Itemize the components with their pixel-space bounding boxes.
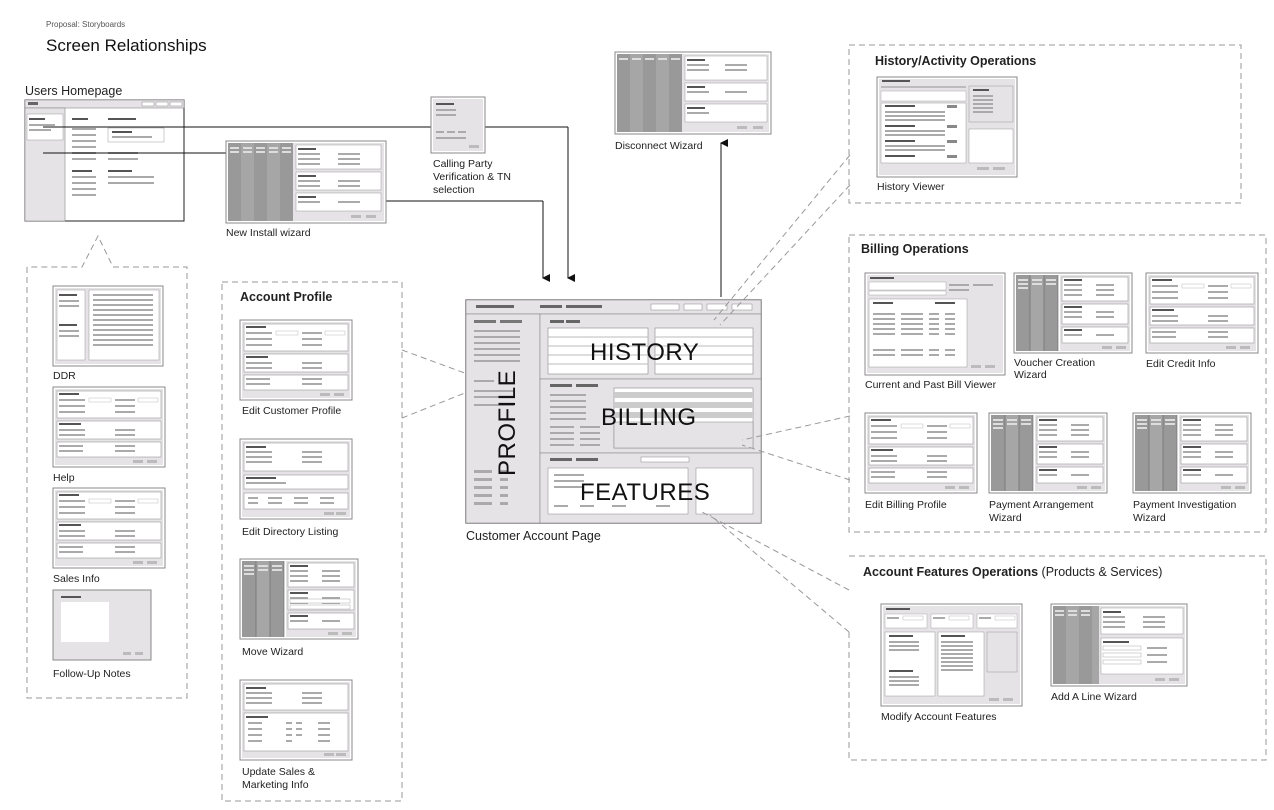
- connector-billing-b: [741, 444, 851, 481]
- header-kicker: Proposal: Storyboards: [46, 20, 126, 29]
- history-viewer-thumbnail[interactable]: [876, 76, 1018, 178]
- disconnect-label: Disconnect Wizard: [615, 140, 703, 152]
- billing-region-label: BILLING: [601, 404, 697, 431]
- calling-party-label-2: Verification & TN: [433, 171, 512, 183]
- connector-profile-group: [401, 349, 471, 376]
- bill-viewer-thumbnail[interactable]: [864, 272, 1006, 376]
- customer-account-page-label: Customer Account Page: [466, 529, 601, 543]
- features-ops-group-border: [848, 555, 1267, 761]
- add-a-line-wizard-thumbnail[interactable]: [1050, 603, 1188, 687]
- calling-party-label-1: Calling Party: [433, 158, 493, 170]
- modify-account-features-thumbnail[interactable]: [880, 603, 1023, 707]
- profile-region-label: PROFILE: [494, 369, 521, 476]
- users-homepage-thumbnail[interactable]: [24, 99, 185, 222]
- history-ops-title: History/Activity Operations: [875, 54, 1037, 68]
- billing-ops-title: Billing Operations: [861, 242, 969, 256]
- connector-history-a: [713, 154, 851, 321]
- features-region-label: FEATURES: [580, 479, 711, 506]
- ddr-thumbnail[interactable]: [52, 285, 164, 367]
- connector-features-a: [701, 511, 850, 591]
- voucher-label-2: Wizard: [1014, 369, 1047, 381]
- ddr-label: DDR: [53, 370, 76, 382]
- features-ops-title-text: Account Features Operations: [863, 565, 1039, 579]
- bill-viewer-label: Current and Past Bill Viewer: [865, 379, 997, 391]
- update-sales-marketing-thumbnail[interactable]: [239, 679, 353, 761]
- edit-directory-listing-thumbnail[interactable]: [239, 438, 353, 520]
- calling-party-label-3: selection: [433, 184, 475, 196]
- disconnect-wizard-thumbnail[interactable]: [614, 51, 772, 135]
- payment-arrangement-label-2: Wizard: [989, 512, 1022, 524]
- history-region-label: HISTORY: [590, 339, 700, 366]
- edit-credit-label: Edit Credit Info: [1146, 358, 1216, 370]
- payment-investigation-wizard-thumbnail[interactable]: [1132, 412, 1252, 494]
- new-install-wizard-thumbnail[interactable]: [225, 140, 387, 224]
- help-thumbnail[interactable]: [52, 386, 166, 468]
- edit-customer-profile-label: Edit Customer Profile: [242, 405, 342, 417]
- billing-ops-group-border: [848, 234, 1267, 533]
- features-ops-title: Account Features Operations (Products & …: [863, 565, 1162, 579]
- update-sales-label-1: Update Sales &: [242, 766, 315, 778]
- customer-account-page-thumbnail[interactable]: [465, 299, 762, 524]
- update-sales-label-2: Marketing Info: [242, 779, 309, 791]
- connector-features-b: [709, 514, 850, 633]
- add-a-line-label: Add A Line Wizard: [1051, 691, 1137, 703]
- new-install-label: New Install wizard: [226, 227, 311, 239]
- move-wizard-label: Move Wizard: [242, 646, 304, 658]
- help-label: Help: [53, 472, 75, 484]
- connector-billing-a: [741, 415, 851, 441]
- sales-info-label: Sales Info: [53, 573, 100, 585]
- users-homepage-label: Users Homepage: [25, 84, 123, 98]
- page-title: Screen Relationships: [46, 36, 207, 55]
- sales-info-thumbnail[interactable]: [52, 487, 166, 569]
- edit-customer-profile-thumbnail[interactable]: [239, 319, 353, 401]
- edit-directory-listing-label: Edit Directory Listing: [242, 526, 339, 538]
- payment-investigation-label-1: Payment Investigation: [1133, 499, 1237, 511]
- features-ops-subtitle: (Products & Services): [1041, 565, 1163, 579]
- edit-billing-profile-label: Edit Billing Profile: [865, 499, 947, 511]
- follow-up-notes-thumbnail[interactable]: [52, 589, 152, 661]
- payment-investigation-label-2: Wizard: [1133, 512, 1166, 524]
- history-ops-group-border: [848, 44, 1242, 204]
- modify-account-features-label: Modify Account Features: [881, 711, 997, 723]
- edit-billing-profile-thumbnail[interactable]: [864, 412, 978, 494]
- move-wizard-thumbnail[interactable]: [239, 558, 359, 640]
- voucher-creation-wizard-thumbnail[interactable]: [1013, 272, 1133, 354]
- history-viewer-label: History Viewer: [877, 181, 945, 193]
- payment-arrangement-label-1: Payment Arrangement: [989, 499, 1094, 511]
- calling-party-thumbnail[interactable]: [430, 96, 486, 154]
- payment-arrangement-wizard-thumbnail[interactable]: [988, 412, 1108, 494]
- follow-up-notes-label: Follow-Up Notes: [53, 668, 131, 680]
- edit-credit-info-thumbnail[interactable]: [1145, 272, 1259, 354]
- connector-history-b: [719, 184, 851, 326]
- account-profile-title: Account Profile: [240, 290, 333, 304]
- voucher-label-1: Voucher Creation: [1014, 357, 1096, 369]
